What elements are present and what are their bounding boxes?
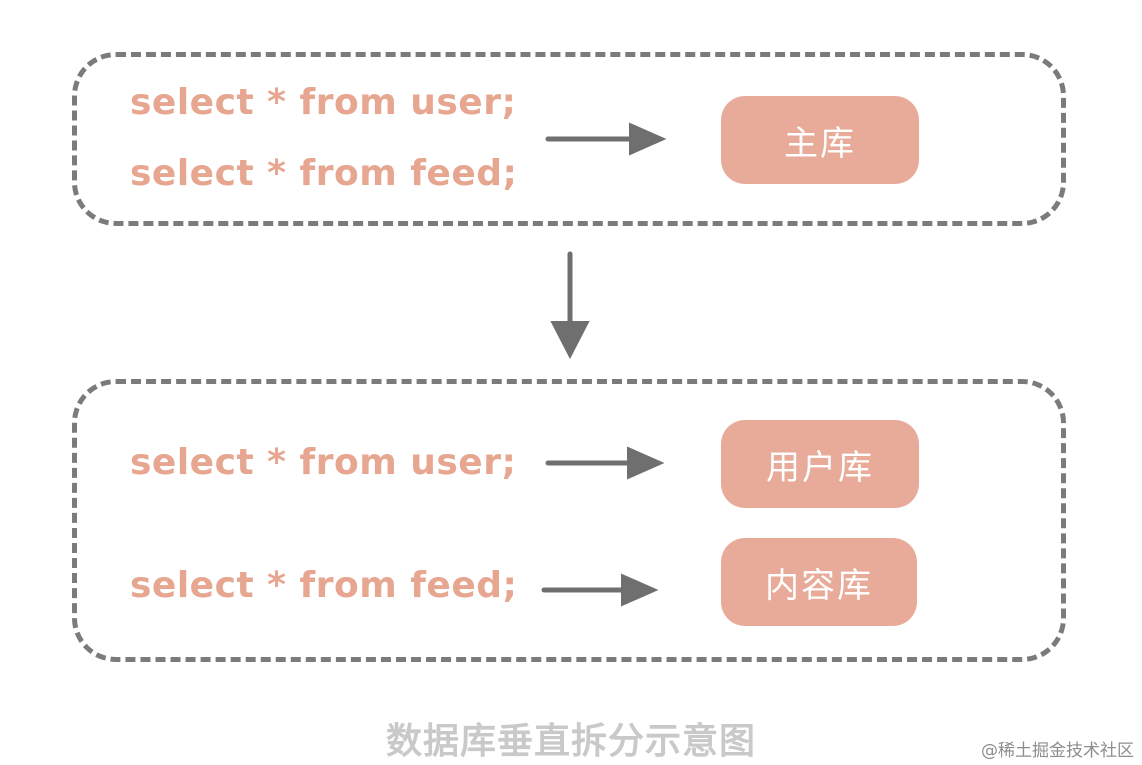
top-query-user: select * from user; [130, 82, 517, 123]
primary-db-box: 主库 [721, 96, 919, 184]
top-query-feed: select * from feed; [130, 153, 518, 194]
top-group-box [72, 52, 1066, 226]
arrow-down-icon [550, 251, 590, 360]
bottom-query-feed: select * from feed; [130, 565, 518, 606]
user-db-box: 用户库 [721, 420, 919, 508]
bottom-query-user: select * from user; [130, 442, 517, 483]
content-db-box: 内容库 [721, 538, 917, 626]
diagram-caption: 数据库垂直拆分示意图 [385, 721, 756, 762]
bottom-group-box [72, 379, 1066, 662]
watermark: @稀土掘金技术社区 [981, 741, 1134, 761]
